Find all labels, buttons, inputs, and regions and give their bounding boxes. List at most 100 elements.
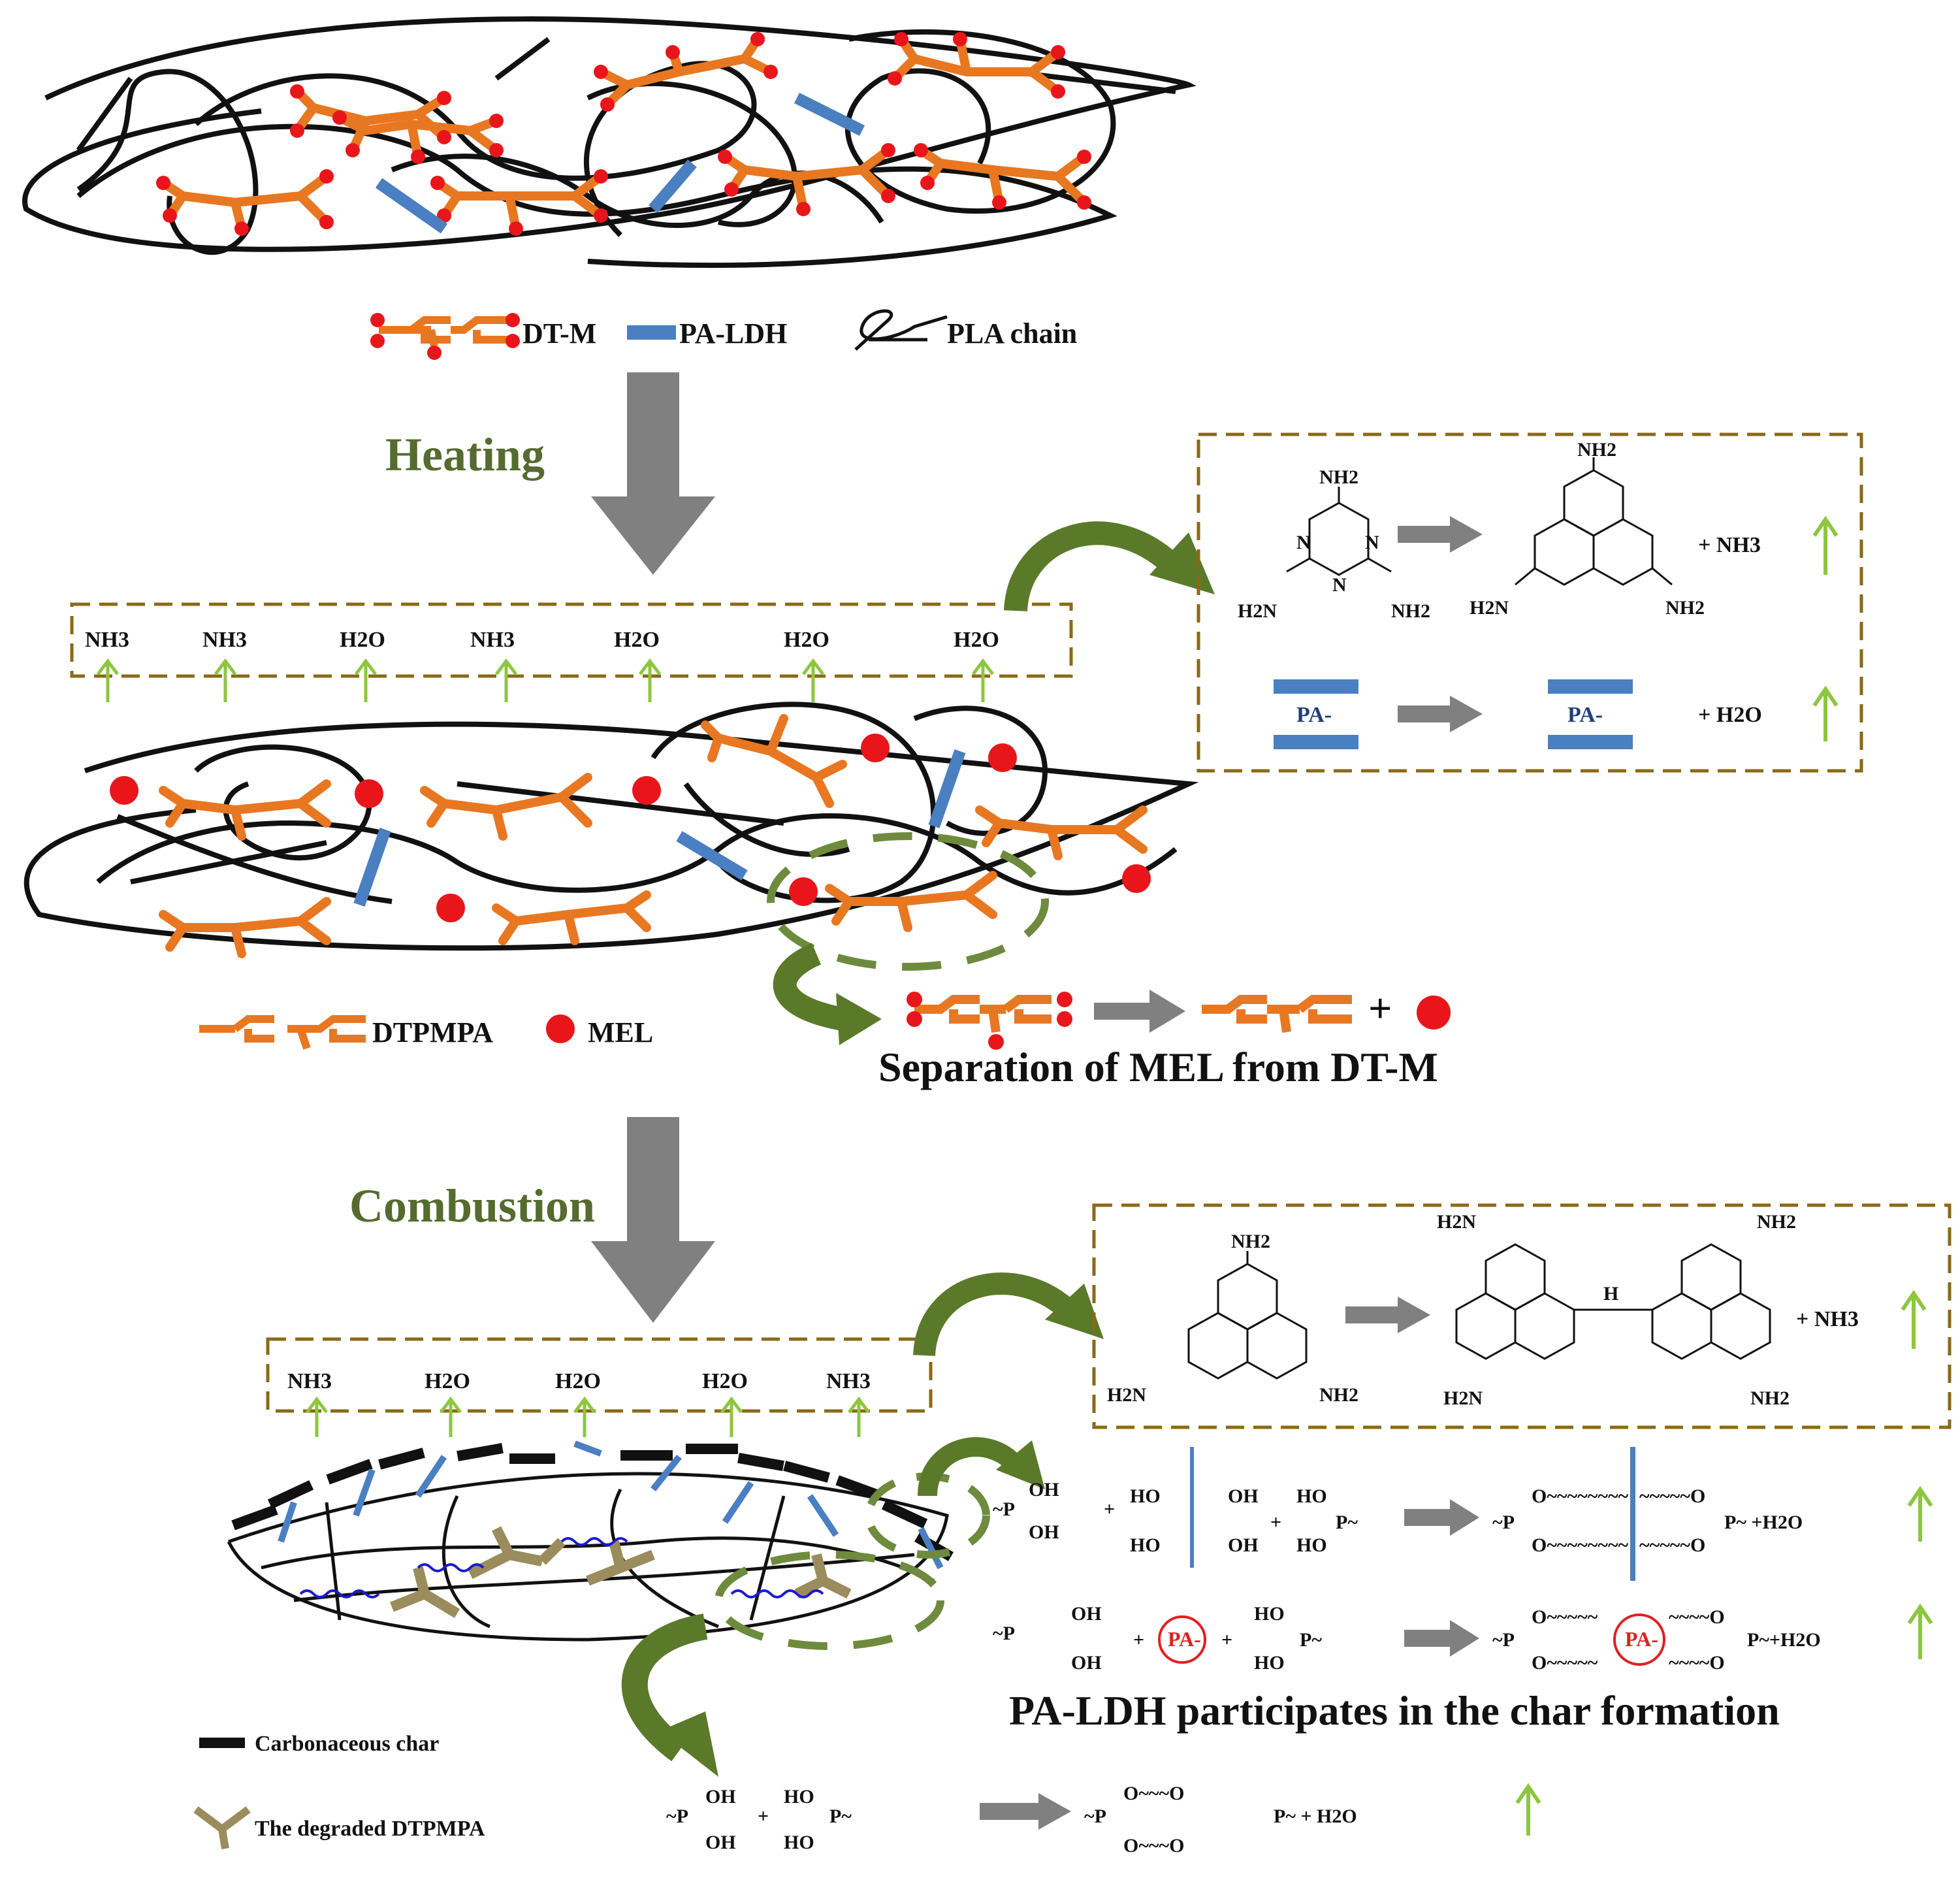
separation-dtm-icon	[914, 995, 1052, 1033]
svg-text:~P: ~P	[993, 1623, 1015, 1644]
separation-dtpmpa-icon	[1202, 995, 1352, 1033]
svg-text:HO: HO	[1296, 1534, 1327, 1556]
gas-box-1	[70, 602, 1073, 678]
paldh-legend-label: PA-LDH	[679, 317, 787, 349]
svg-text:P~ + H2O: P~ + H2O	[1274, 1806, 1357, 1827]
green-up-arrows-1	[97, 658, 994, 702]
paldh-sheets-bottom	[278, 1440, 944, 1570]
svg-text:NH2: NH2	[1319, 466, 1358, 488]
wavy-chains-bottom	[299, 1537, 824, 1598]
svg-text:H2N: H2N	[1107, 1384, 1146, 1406]
svg-text:N: N	[1365, 532, 1379, 553]
box1-h2o-up-arrow	[1812, 685, 1839, 741]
svg-text:NH2: NH2	[1577, 439, 1616, 461]
svg-text:~P: ~P	[1492, 1629, 1515, 1651]
pla-legend-icon	[854, 309, 948, 351]
char-legend-icon	[199, 1738, 245, 1748]
svg-text:NH3: NH3	[287, 1369, 332, 1393]
reaction-arrow-box1-a	[1398, 516, 1483, 553]
mel-legend-icon	[546, 1014, 575, 1043]
gas-row-1: NH3 NH3 H2O NH3 H2O H2O H2O	[85, 628, 999, 652]
degraded-legend-label: The degraded DTPMPA	[255, 1817, 485, 1841]
gas-row-2: NH3 H2O H2O H2O NH3	[287, 1369, 871, 1393]
mel-legend-label: MEL	[588, 1016, 653, 1048]
svg-text:P~: P~	[829, 1806, 852, 1827]
char-reaction-1-arrow	[1404, 1499, 1479, 1536]
dtm-legend-icon	[379, 316, 509, 348]
svg-text:NH3: NH3	[470, 628, 515, 652]
box2-plus-nh3: + NH3	[1796, 1307, 1859, 1331]
separation-plus: +	[1368, 985, 1392, 1031]
bottom-reaction: ~P OH OH + HO HO P~	[666, 1786, 852, 1853]
olive-curve-arrowhead-4	[660, 1711, 718, 1777]
svg-text:O~~~~~: O~~~~~	[1532, 1606, 1598, 1628]
top-composite	[22, 16, 1197, 268]
svg-text:H2O: H2O	[614, 628, 660, 652]
olive-curve-arrow-3	[918, 1437, 1027, 1497]
svg-text:~~~~~O: ~~~~~O	[1639, 1534, 1705, 1556]
svg-text:~P: ~P	[1084, 1806, 1106, 1827]
svg-text:H2O: H2O	[784, 628, 829, 652]
svg-text:OH: OH	[1029, 1479, 1059, 1500]
svg-text:OH: OH	[1071, 1603, 1102, 1625]
dtpmpa-legend-label: DTPMPA	[372, 1016, 493, 1048]
dtpmpa-molecules-mid	[159, 714, 1148, 958]
svg-text:P~ +H2O: P~ +H2O	[1724, 1512, 1803, 1533]
svg-text:+: +	[1104, 1499, 1115, 1520]
dtm-molecules-top	[159, 35, 1089, 233]
separation-caption: Separation of MEL from DT-M	[878, 1044, 1438, 1090]
svg-text:HO: HO	[1254, 1603, 1285, 1625]
svg-text:O~~~~~: O~~~~~	[1532, 1652, 1598, 1674]
svg-text:NH2: NH2	[1231, 1231, 1270, 1252]
svg-text:H2O: H2O	[702, 1369, 748, 1393]
degraded-legend-icon	[193, 1806, 251, 1849]
olive-curve-arrowhead-3	[996, 1440, 1045, 1489]
melem-structure	[1515, 457, 1673, 586]
svg-text:NH2: NH2	[1757, 1211, 1796, 1233]
olive-curve-arrowhead-2	[1045, 1284, 1104, 1339]
legend-bottom: Carbonaceous char The degraded DTPMPA	[193, 1732, 485, 1849]
svg-text:NH2: NH2	[1391, 600, 1430, 622]
melem-structure-2	[1187, 1251, 1308, 1380]
paldh-sheets-top	[375, 92, 865, 234]
char-caption: PA-LDH participates in the char formatio…	[1009, 1687, 1780, 1734]
svg-text:P~: P~	[1336, 1512, 1358, 1533]
olive-loop-arrowhead	[836, 993, 882, 1045]
reaction-box-1	[1197, 432, 1863, 773]
svg-text:O~~~O: O~~~O	[1123, 1783, 1184, 1804]
bottom-reaction-product: ~P O~~~O O~~~O P~ + H2O	[1084, 1783, 1541, 1856]
svg-text:OH: OH	[1228, 1534, 1259, 1556]
svg-text:~P: ~P	[1492, 1512, 1515, 1533]
bottom-reaction-arrow	[980, 1793, 1071, 1830]
legend-mid: DTPMPA MEL	[199, 1014, 653, 1050]
reaction-arrow-box2	[1345, 1297, 1430, 1333]
svg-text:NH2: NH2	[1750, 1387, 1790, 1409]
separation-arrow	[1094, 990, 1185, 1033]
svg-text:+: +	[1133, 1629, 1144, 1651]
box1-nh3-up-arrow	[1812, 515, 1839, 575]
char-fragments	[231, 1443, 954, 1561]
highlight-ellipse-mid	[767, 832, 1049, 971]
mel-dots-top	[156, 32, 1091, 236]
svg-text:+: +	[1270, 1512, 1281, 1533]
svg-text:OH: OH	[1228, 1485, 1259, 1507]
svg-text:~P: ~P	[993, 1499, 1015, 1520]
svg-text:O~~~~~~~~: O~~~~~~~~	[1532, 1485, 1629, 1507]
svg-text:H2N: H2N	[1470, 597, 1509, 619]
separation-mel-dot	[1417, 996, 1451, 1029]
char-reaction-1: ~P OH OH + HO HO OH OH + HO HO P~	[993, 1447, 1358, 1568]
svg-text:+: +	[1221, 1629, 1232, 1651]
svg-text:PA-: PA-	[1625, 1627, 1658, 1651]
svg-text:HO: HO	[1254, 1652, 1285, 1674]
svg-text:O~~~~~~~~: O~~~~~~~~	[1532, 1534, 1629, 1556]
svg-text:N: N	[1332, 574, 1347, 596]
char-legend-label: Carbonaceous char	[255, 1732, 439, 1756]
svg-text:HO: HO	[1130, 1485, 1161, 1507]
svg-text:HO: HO	[784, 1786, 814, 1807]
degraded-dtpmpa-bottom	[390, 1526, 852, 1618]
reaction-box-2	[1092, 1203, 1952, 1429]
svg-text:PA-: PA-	[1296, 703, 1332, 727]
paldh-sheets-mid	[353, 749, 966, 907]
combustion-arrow	[591, 1117, 715, 1323]
